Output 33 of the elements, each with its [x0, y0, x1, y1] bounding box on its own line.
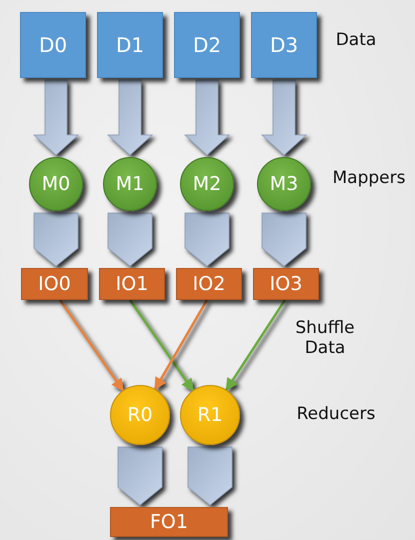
block-arrow: [184, 212, 230, 267]
section-label: Reducers: [296, 404, 376, 424]
output-box: IO2: [176, 268, 242, 300]
block-arrow: [32, 80, 80, 156]
mapper-circle: M3: [257, 157, 311, 211]
block-arrow: [108, 212, 152, 267]
block-arrow: [188, 446, 232, 506]
data-box: D3: [251, 12, 317, 78]
block-arrow: [34, 212, 78, 267]
output-box: FO1: [110, 507, 228, 537]
section-label: Shuffle Data: [294, 318, 356, 358]
mapper-circle: M0: [29, 157, 83, 211]
reducer-circle: R0: [110, 385, 170, 445]
block-arrow: [118, 446, 162, 506]
section-label: Mappers: [332, 168, 406, 188]
data-box: D1: [97, 12, 163, 78]
data-box: D2: [174, 12, 240, 78]
mapper-circle: M2: [180, 157, 234, 211]
output-box: IO3: [253, 268, 319, 300]
data-box: D0: [20, 12, 86, 78]
block-arrow: [184, 80, 230, 156]
block-arrow: [260, 80, 308, 156]
block-arrow: [262, 212, 306, 267]
output-box: IO0: [21, 268, 88, 300]
section-label: Data: [334, 30, 378, 50]
reducer-circle: R1: [180, 385, 240, 445]
arrow: [128, 299, 194, 392]
arrow: [154, 299, 208, 390]
mapper-circle: M1: [103, 157, 157, 211]
arrow: [225, 299, 286, 391]
output-box: IO1: [99, 268, 165, 300]
arrow: [58, 299, 124, 392]
block-arrow: [106, 80, 154, 156]
